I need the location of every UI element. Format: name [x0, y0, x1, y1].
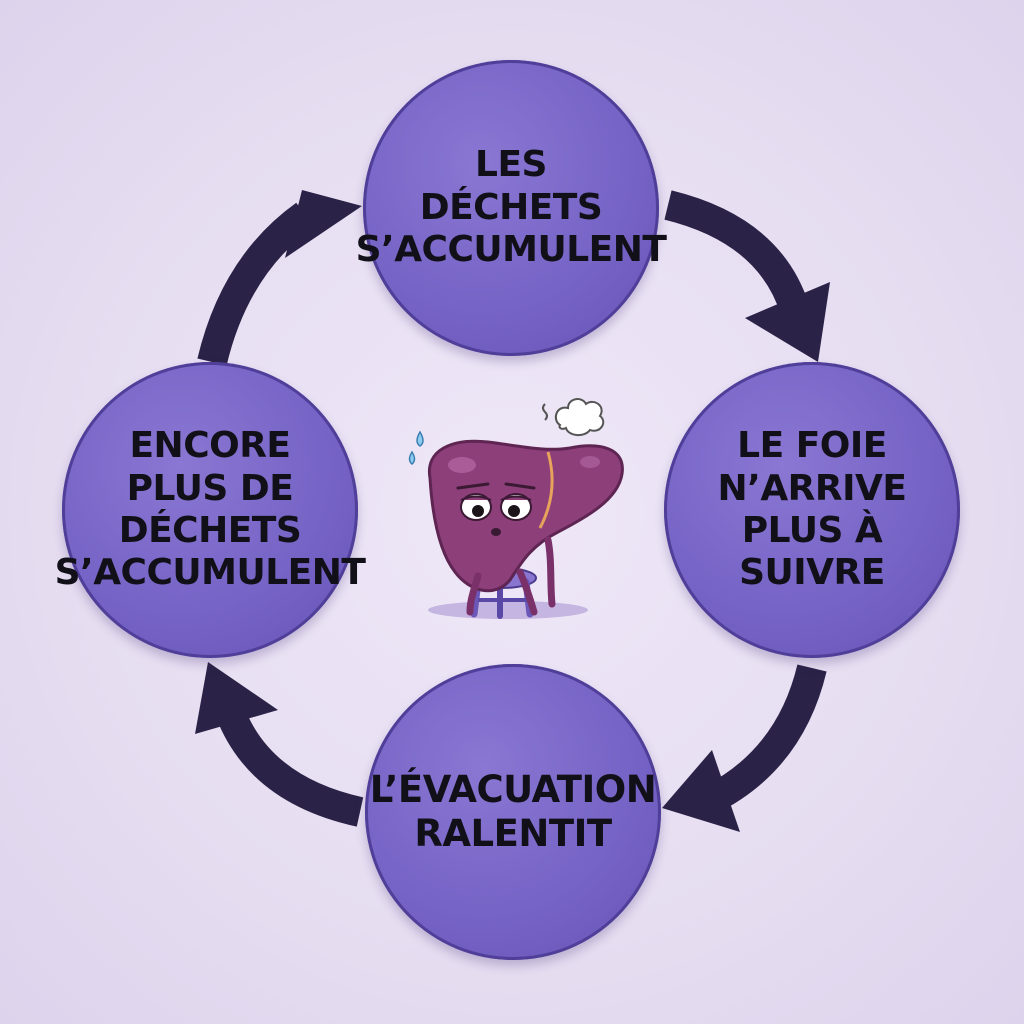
arrow-top-to-right	[664, 190, 810, 315]
step-left-label: ENCORE PLUS DE DÉCHETS S’ACCUMULENT	[54, 425, 366, 594]
step-left-circle: ENCORE PLUS DE DÉCHETS S’ACCUMULENT	[55, 362, 366, 658]
step-bottom-circle: L’ÉVACUATION RALENTIT	[365, 664, 661, 960]
liver-legs	[466, 536, 556, 616]
tired-face	[456, 482, 536, 536]
step-bottom-label: L’ÉVACUATION RALENTIT	[369, 768, 657, 855]
arrowhead-right-to-bottom	[662, 750, 740, 832]
sweat-drops-icon	[408, 430, 424, 465]
arrow-right-to-bottom	[703, 664, 827, 814]
arrowhead-bottom-to-left	[195, 662, 278, 734]
step-right-label: LE FOIE N’ARRIVE PLUS À SUIVRE	[717, 425, 907, 594]
step-top-label: LES DÉCHETS S’ACCUMULENT	[355, 144, 667, 271]
arrow-bottom-to-left	[216, 706, 364, 827]
steam-squiggle	[542, 403, 548, 421]
arrow-left-to-top	[197, 202, 314, 366]
arrowhead-left-to-top	[285, 190, 362, 258]
step-top-circle: LES DÉCHETS S’ACCUMULENT	[356, 60, 667, 356]
arrowhead-top-to-right	[745, 282, 830, 362]
step-right-circle: LE FOIE N’ARRIVE PLUS À SUIVRE	[664, 362, 960, 658]
steam-cloud-icon	[554, 398, 605, 436]
floor-shadow	[428, 601, 588, 619]
